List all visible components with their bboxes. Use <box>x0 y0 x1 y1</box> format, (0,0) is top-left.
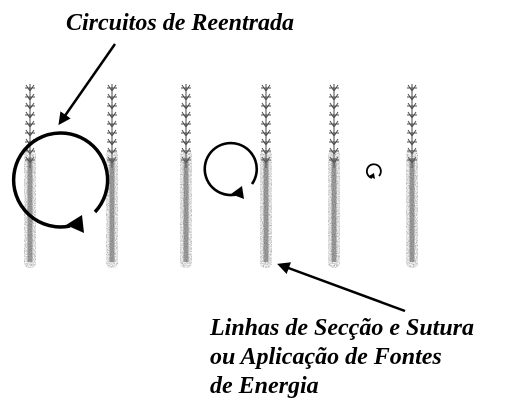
section-lines-label: Linhas de Secção e Sutura ou Aplicação d… <box>210 314 474 401</box>
pointer-arrow-bottom <box>277 262 406 313</box>
lesion-line <box>24 84 36 268</box>
circular-arrow-icon-medium <box>203 141 259 199</box>
lesion-lines <box>24 84 418 268</box>
reentry-circuits-label: Circuitos de Reentrada <box>66 10 295 36</box>
circular-arrow-icon-small <box>365 163 382 179</box>
lesion-line <box>406 84 418 268</box>
section-lines-label-line-2: ou Aplicação de Fontes <box>210 344 442 370</box>
section-lines-label-line-1: Linhas de Secção e Sutura <box>210 315 475 341</box>
pointer-arrow-top <box>58 43 117 126</box>
lesion-line <box>260 84 272 268</box>
section-lines-label-line-3: de Energia <box>210 373 319 399</box>
lesion-line <box>328 84 340 268</box>
lesion-line <box>180 84 192 268</box>
circular-arrow-icon-large <box>11 131 110 233</box>
